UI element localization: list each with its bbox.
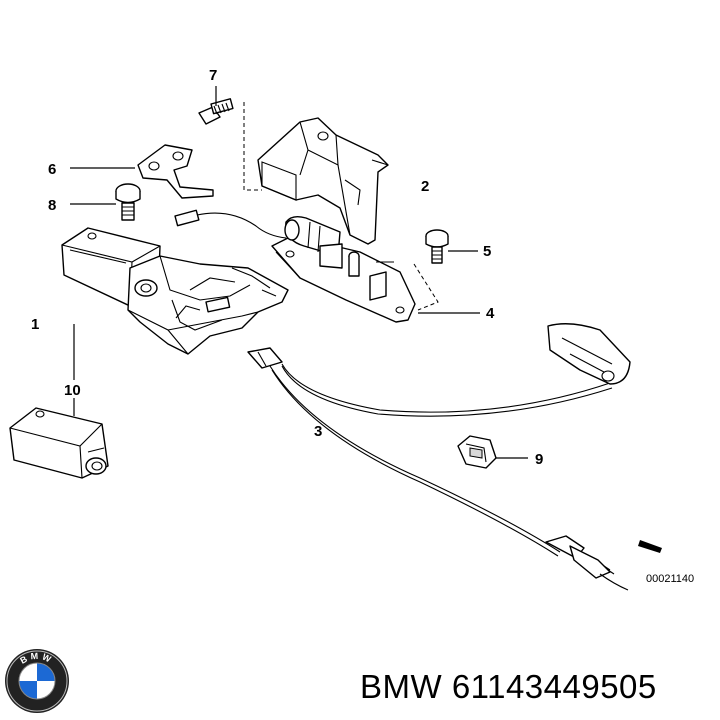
clip-part-6 [137,144,214,199]
diagram-reference-code: 00021140 [646,573,694,585]
lock-assembly-part-1 [61,227,289,355]
callout-3: 3 [314,423,322,440]
callout-5: 5 [483,243,491,260]
screw-part-8 [115,183,141,221]
callout-2: 2 [421,178,429,195]
bracket-part-2 [257,117,389,245]
cable-harness-part-3 [247,323,662,591]
callout-7: 7 [209,67,217,84]
callout-4: 4 [486,305,495,322]
motor-part-10 [9,407,109,479]
part-label: BMW 61143449505 [360,668,657,706]
brand-name: BMW [360,668,443,705]
callout-6: 6 [48,161,56,178]
bmw-logo: BMW [5,649,69,713]
screw-part-5 [425,229,449,264]
callout-1: 1 [31,316,39,333]
clip-part-9 [457,435,497,469]
callout-10: 10 [64,382,81,399]
actuator-part-4 [271,215,416,323]
callout-8: 8 [48,197,56,214]
callout-9: 9 [535,451,543,468]
screw-part-7 [198,98,234,125]
leader-lines [70,86,528,459]
svg-text:BMW: BMW [18,651,55,666]
part-number: 61143449505 [451,668,657,705]
connector-plug [174,209,287,239]
